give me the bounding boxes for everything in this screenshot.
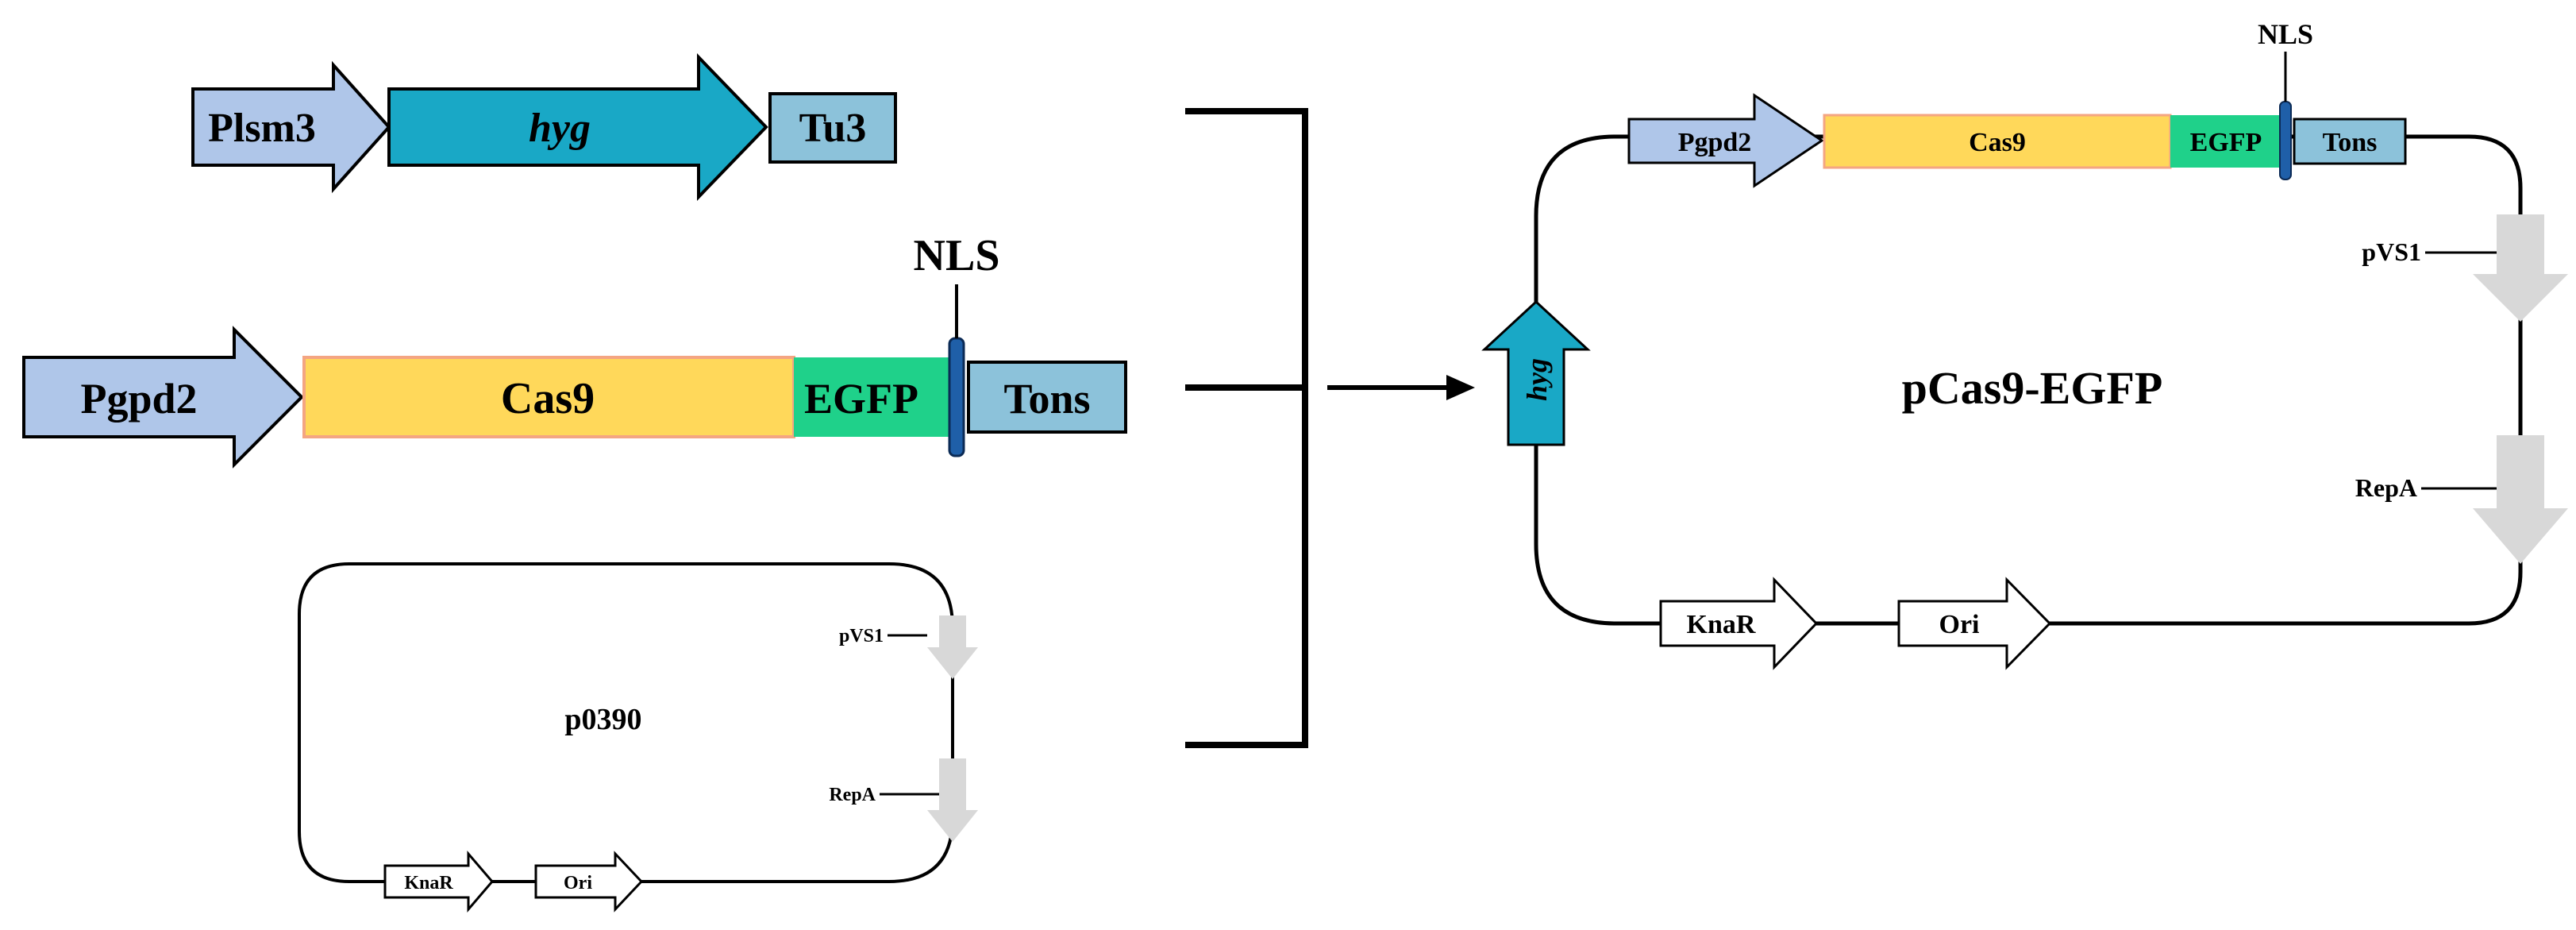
nls-box <box>948 337 965 457</box>
pcas9-nls-label: NLS <box>2258 18 2313 50</box>
pcas9-knar-label: KnaR <box>1687 610 1756 639</box>
cas9-label: Cas9 <box>501 374 595 423</box>
pcas9-egfp-box <box>2170 115 2285 168</box>
pcas9-pvs1-label: pVS1 <box>2362 237 2421 266</box>
p0390-pvs1-arrow <box>927 615 978 679</box>
pcas9-pgpd2-arrow <box>1627 93 1824 188</box>
pgpd2-promoter-arrow <box>22 326 304 469</box>
pcas9-ori-arrow <box>1897 577 2052 670</box>
assembly-arrow <box>1327 375 1475 400</box>
tons-label: Tons <box>1003 375 1090 423</box>
pcas9-hyg-arrow <box>1481 299 1591 446</box>
p0390-knar-label: KnaR <box>404 873 453 893</box>
hyg-label: hyg <box>529 106 591 151</box>
pcas9-pvs1-arrow <box>2473 214 2568 322</box>
tu3-terminator-box <box>768 92 897 164</box>
pcas9-backbone <box>1534 134 2523 626</box>
egfp-label: EGFP <box>804 375 918 423</box>
pcas9-knar-arrow <box>1659 577 1819 670</box>
pcas9-repa-arrow <box>2473 435 2568 564</box>
pcas9-ori-label: Ori <box>1939 610 1980 639</box>
egfp-box <box>794 357 953 437</box>
p0390-name: p0390 <box>564 703 641 736</box>
p0390-ori-label: Ori <box>564 873 592 893</box>
p0390-repa-label: RepA <box>829 785 876 805</box>
plsm3-promoter-arrow <box>191 60 391 194</box>
nls-label: NLS <box>914 231 1000 280</box>
p0390-repa-arrow <box>927 758 978 842</box>
combine-bracket <box>1185 108 1308 748</box>
pcas9-pgpd2-label: Pgpd2 <box>1678 128 1752 157</box>
hyg-gene-arrow <box>387 53 768 201</box>
p0390-vector: pVS1 RepA KnaR Ori p0390 <box>298 562 978 913</box>
pcas9-egfp-plasmid: Pgpd2 Cas9 EGFP NLS Tons hyg pVS1 RepA K… <box>1481 18 2568 670</box>
plsm3-label: Plsm3 <box>208 106 316 151</box>
tons-terminator-box <box>967 361 1127 434</box>
pcas9-tons-box <box>2293 118 2407 165</box>
p0390-knar-arrow <box>383 850 494 913</box>
pcas9-cas9-label: Cas9 <box>1969 128 2026 157</box>
p0390-pvs1-label: pVS1 <box>839 626 884 646</box>
cas9-cassette: Pgpd2 Cas9 EGFP NLS Tons <box>22 231 1127 469</box>
hyg-cassette: Plsm3 hyg Tu3 <box>191 53 897 201</box>
cas9-box <box>302 356 795 438</box>
pcas9-tons-label: Tons <box>2323 128 2378 157</box>
tu3-label: Tu3 <box>799 106 867 151</box>
pgpd2-label: Pgpd2 <box>80 375 197 423</box>
pcas9-repa-label: RepA <box>2355 473 2417 502</box>
p0390-backbone <box>298 562 954 883</box>
pcas9-egfp-plasmid-name: pCas9-EGFP <box>1902 362 2163 414</box>
pcas9-hyg-label: hyg <box>1521 358 1553 401</box>
p0390-ori-arrow <box>534 851 644 913</box>
pcas9-egfp-label: EGFP <box>2190 128 2262 157</box>
pcas9-nls-box <box>2279 101 2292 180</box>
